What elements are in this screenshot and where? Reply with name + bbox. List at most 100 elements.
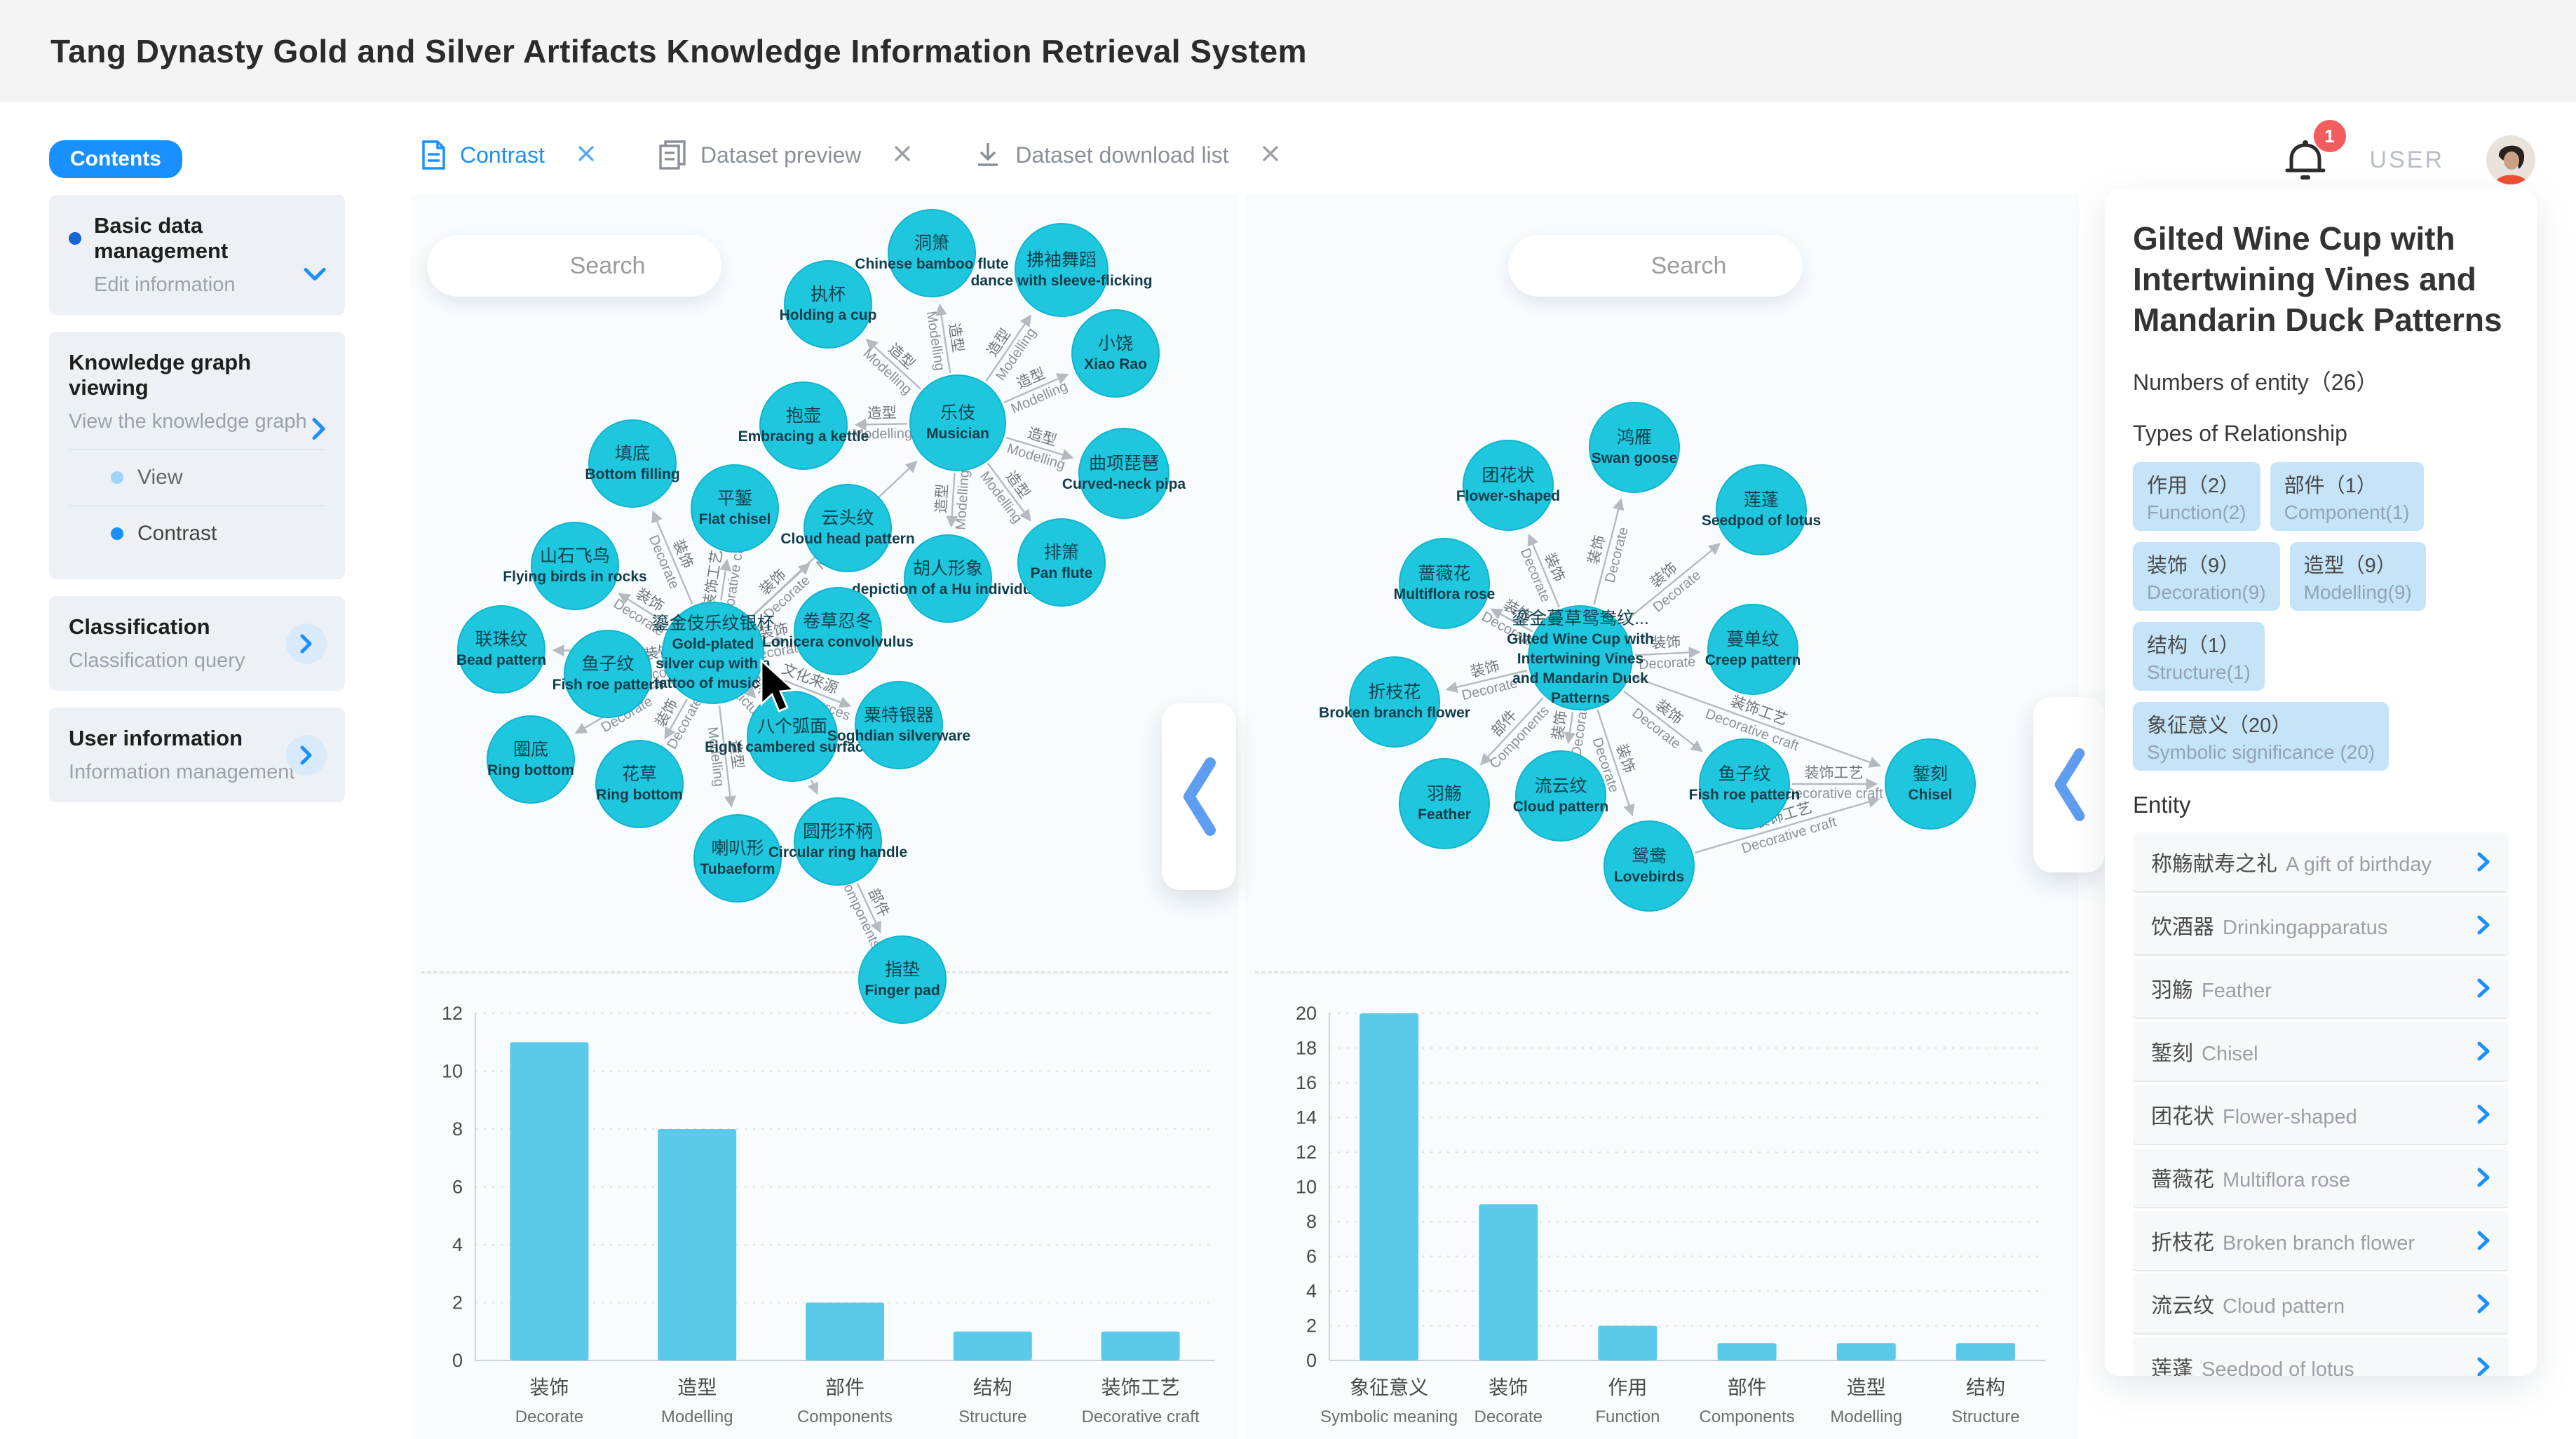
bar-function[interactable] <box>1598 1325 1658 1361</box>
sidebar-item-user-information[interactable]: User information Information management <box>49 708 345 802</box>
bar-modelling[interactable] <box>1836 1343 1896 1360</box>
graph-edge <box>664 698 688 740</box>
bar-symbolic-meaning[interactable] <box>1360 1013 1419 1360</box>
bar-components[interactable] <box>1717 1343 1777 1360</box>
graph-node-rcup[interactable]: 鎏金蔓草鸳鸯纹...Gilted Wine Cup withIntertwini… <box>1507 605 1654 710</box>
tab-dataset-download-list[interactable]: Dataset download list <box>975 140 1279 170</box>
sidebar-item-view[interactable]: View <box>69 450 325 506</box>
close-icon[interactable] <box>1261 144 1280 166</box>
bar-decorate[interactable] <box>510 1042 589 1360</box>
relationship-tag[interactable]: 造型（9）Modelling(9) <box>2289 541 2426 611</box>
chevron-right-button[interactable] <box>286 623 327 664</box>
svg-text:鱼子纹: 鱼子纹 <box>1718 764 1770 784</box>
close-icon[interactable] <box>577 144 595 166</box>
bar-components[interactable] <box>806 1302 884 1361</box>
relationship-tag[interactable]: 部件（1）Component(1) <box>2270 461 2424 531</box>
tab-dataset-preview[interactable]: Dataset preview <box>658 140 911 170</box>
tag-label-en: Symbolic significance (20) <box>2147 741 2375 763</box>
relationship-tag[interactable]: 装饰（9）Decoration(9) <box>2133 541 2280 611</box>
svg-text:装饰工艺: 装饰工艺 <box>1805 765 1864 781</box>
avatar[interactable] <box>2486 135 2535 184</box>
svg-text:Decorative craft: Decorative craft <box>719 532 749 632</box>
svg-text:Decorate: Decorate <box>664 695 705 752</box>
chevron-down-icon <box>303 267 327 286</box>
relationship-tag[interactable]: 象征意义（20）Symbolic significance (20) <box>2133 701 2389 771</box>
sidebar-item-basic-data[interactable]: Basic data management Edit information <box>49 195 345 315</box>
bar-structure[interactable] <box>953 1331 1032 1360</box>
sidebar-item-knowledge-graph[interactable]: Knowledge graph viewing View the knowled… <box>49 332 345 579</box>
bar-decorative-craft[interactable] <box>1101 1331 1180 1360</box>
relationship-tag[interactable]: 作用（2）Function(2) <box>2133 461 2260 531</box>
svg-text:dance with sleeve-flicking: dance with sleeve-flicking <box>970 273 1152 289</box>
close-icon[interactable] <box>893 144 911 166</box>
graph-edge <box>1005 436 1074 461</box>
chevron-left-icon <box>2054 748 2085 821</box>
bar-decorate[interactable] <box>1479 1204 1538 1360</box>
search-input-right[interactable] <box>1532 251 1845 281</box>
sidebar-item-classification[interactable]: Classification Classification query <box>49 596 345 691</box>
entity-label-en: Multiflora rose <box>2223 1168 2351 1191</box>
collapse-panel-button-right[interactable] <box>2033 697 2105 872</box>
tab-label: Dataset preview <box>700 142 862 168</box>
bar-modelling[interactable] <box>658 1129 737 1360</box>
entity-header: Entity <box>2133 791 2191 818</box>
tag-label-en: Function(2) <box>2147 501 2246 523</box>
svg-text:装饰: 装饰 <box>599 682 633 711</box>
bar-structure[interactable] <box>1955 1343 2015 1360</box>
graph-edge <box>1622 543 1721 624</box>
tab-contrast[interactable]: Contrast <box>421 140 595 170</box>
relationship-tag[interactable]: 结构（1）Structure(1) <box>2133 621 2265 691</box>
collapse-panel-button-left[interactable] <box>1162 703 1236 890</box>
chevron-right-button[interactable] <box>286 734 327 776</box>
graph-edge <box>1564 712 1576 745</box>
contents-button[interactable]: Contents <box>49 140 182 178</box>
search-input-left[interactable] <box>451 251 764 281</box>
notification-bell-button[interactable]: 1 <box>2283 120 2346 184</box>
sidebar-item-contrast[interactable]: Contrast <box>69 506 325 561</box>
